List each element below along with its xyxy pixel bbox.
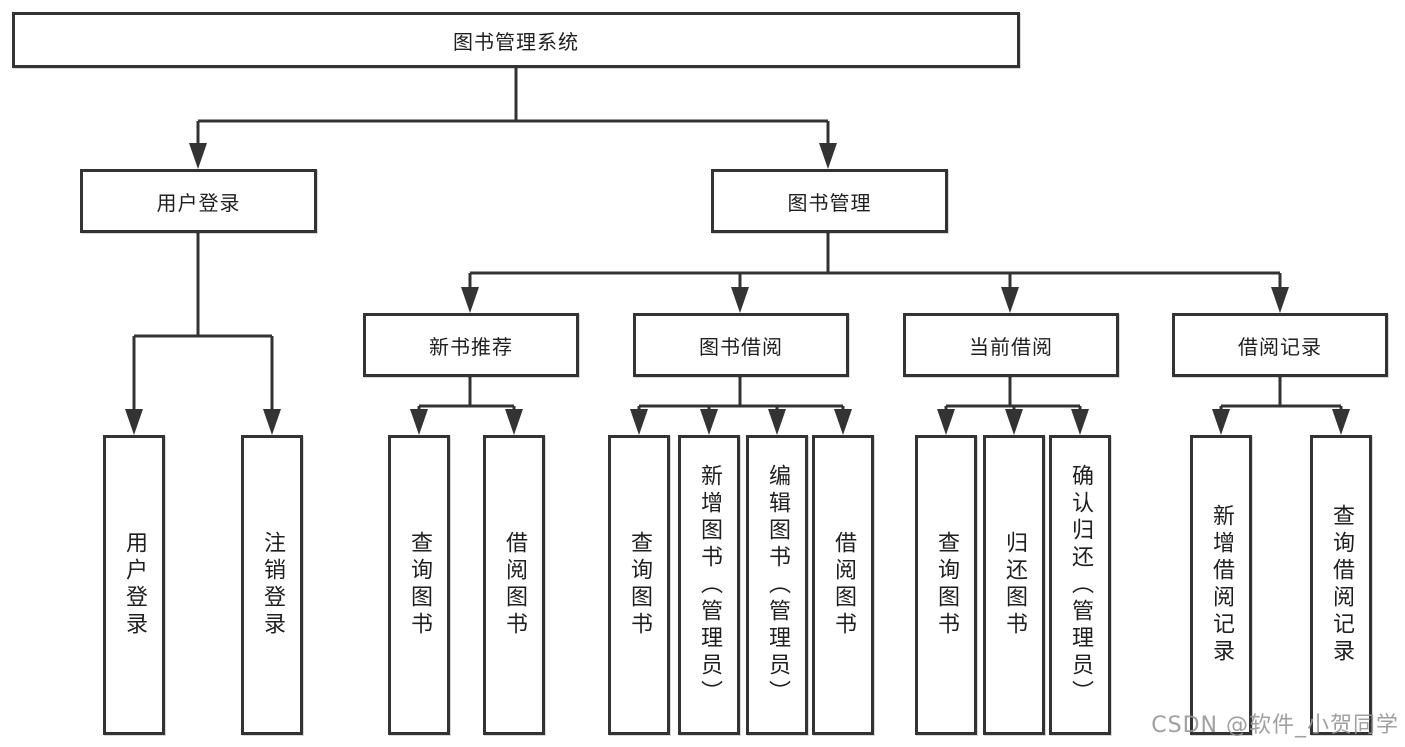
leaf-label: 用户登录 (122, 531, 147, 639)
leaf-label: 新增图书（管理员） (697, 463, 722, 707)
leaf-borrow-book: 借阅图书 (812, 435, 874, 735)
leaf-label: 查询图书 (627, 531, 652, 639)
leaf-label: 新增借阅记录 (1209, 504, 1234, 666)
node-current-borrow: 当前借阅 (903, 313, 1119, 377)
leaf-label: 确认归还（管理员） (1068, 463, 1093, 707)
leaf-label: 编辑图书（管理员） (765, 463, 790, 707)
node-new-book-recommend: 新书推荐 (363, 313, 579, 377)
node-book-management-branch: 图书管理 (711, 169, 948, 233)
leaf-borrow-book-recommend: 借阅图书 (483, 435, 545, 735)
node-library-system: 图书管理系统 (12, 12, 1020, 68)
leaf-return-book: 归还图书 (983, 435, 1045, 735)
leaf-edit-book-admin: 编辑图书（管理员） (746, 435, 808, 735)
leaf-label: 查询图书 (934, 531, 959, 639)
leaf-label: 查询图书 (407, 531, 432, 639)
node-book-borrow: 图书借阅 (633, 313, 849, 377)
leaf-query-borrow-record: 查询借阅记录 (1310, 435, 1372, 735)
leaf-label: 借阅图书 (502, 531, 527, 639)
leaf-add-borrow-record: 新增借阅记录 (1190, 435, 1252, 735)
leaf-confirm-return-admin: 确认归还（管理员） (1049, 435, 1111, 735)
leaf-logout: 注销登录 (241, 435, 303, 735)
leaf-label: 借阅图书 (831, 531, 856, 639)
csdn-watermark: CSDN @软件_小贺同学 (1151, 713, 1399, 738)
node-borrow-records: 借阅记录 (1172, 313, 1388, 377)
leaf-label: 归还图书 (1002, 531, 1027, 639)
leaf-query-book-recommend: 查询图书 (388, 435, 450, 735)
leaf-label: 注销登录 (260, 531, 285, 639)
node-user-login-branch: 用户登录 (80, 169, 317, 233)
leaf-user-login: 用户登录 (103, 435, 165, 735)
leaf-query-book-borrow: 查询图书 (608, 435, 670, 735)
leaf-add-book-admin: 新增图书（管理员） (678, 435, 740, 735)
leaf-query-book-current: 查询图书 (915, 435, 977, 735)
leaf-label: 查询借阅记录 (1329, 504, 1354, 666)
